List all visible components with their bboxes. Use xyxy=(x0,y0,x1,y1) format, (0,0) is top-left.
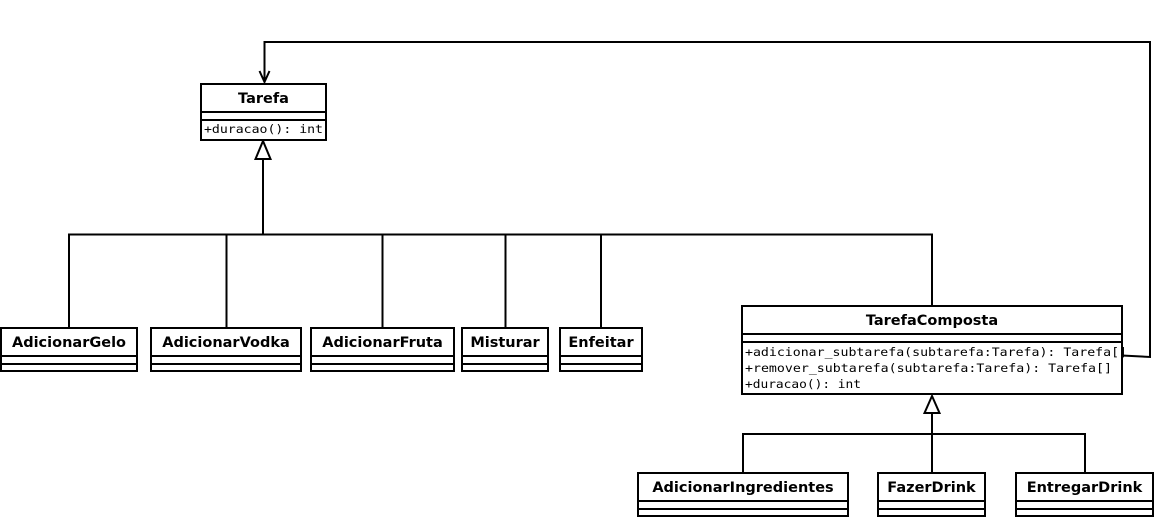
edge-entregardrink-to-tarefacomposta xyxy=(932,433,1086,473)
association-edge xyxy=(258,41,1151,359)
edge-adicionarfruta-to-tarefa xyxy=(263,233,384,328)
generalization-edges-tarefa xyxy=(68,138,933,328)
class-name: TarefaComposta xyxy=(866,313,998,329)
class-name: AdicionarFruta xyxy=(322,335,443,351)
class-name: Misturar xyxy=(470,335,540,351)
generalization-arrowhead-tarefacomposta xyxy=(922,393,942,414)
class-tarefa[interactable]: Tarefa +duracao(): int xyxy=(200,83,327,141)
edge-adicionargelo-to-tarefa xyxy=(68,233,263,328)
class-name: AdicionarGelo xyxy=(12,335,126,351)
class-adicionarvodka[interactable]: AdicionarVodka xyxy=(150,327,302,372)
class-name: FazerDrink xyxy=(887,480,976,496)
class-name: AdicionarVodka xyxy=(162,335,290,351)
edge-adicionaringredientes-to-tarefacomposta xyxy=(742,433,932,473)
class-adicionargelo[interactable]: AdicionarGelo xyxy=(0,327,138,372)
edge-adicionarvodka-to-tarefa xyxy=(225,233,263,328)
class-name: AdicionarIngredientes xyxy=(652,480,833,496)
class-fazerdrink[interactable]: FazerDrink xyxy=(877,472,986,517)
edge-enfeitar-to-tarefa xyxy=(263,233,602,328)
class-enfeitar[interactable]: Enfeitar xyxy=(559,327,643,372)
class-adicionaringredientes[interactable]: AdicionarIngredientes xyxy=(637,472,849,517)
open-arrowhead-tarefa xyxy=(258,70,271,85)
class-operation: +remover_subtarefa(subtarefa:Tarefa): Ta… xyxy=(745,361,1112,375)
class-operation: +duracao(): int xyxy=(204,122,323,136)
generalization-arrowhead-tarefa xyxy=(254,138,272,160)
edge-composite-association xyxy=(263,41,1151,359)
edge-misturar-to-tarefa xyxy=(263,233,507,328)
class-misturar[interactable]: Misturar xyxy=(461,327,549,372)
class-entregardrink[interactable]: EntregarDrink xyxy=(1015,472,1154,517)
class-name: EntregarDrink xyxy=(1027,480,1143,496)
edge-tarefacomposta-to-tarefa xyxy=(263,233,933,306)
class-name: Enfeitar xyxy=(568,335,634,351)
class-tarefacomposta[interactable]: TarefaComposta +adicionar_subtarefa(subt… xyxy=(741,305,1127,395)
generalization-edges-tarefacomposta xyxy=(742,393,1086,473)
class-operation: +adicionar_subtarefa(subtarefa:Tarefa): … xyxy=(745,345,1127,359)
class-adicionarfruta[interactable]: AdicionarFruta xyxy=(310,327,455,372)
class-name: Tarefa xyxy=(238,91,289,107)
class-operation: +duracao(): int xyxy=(745,377,861,391)
